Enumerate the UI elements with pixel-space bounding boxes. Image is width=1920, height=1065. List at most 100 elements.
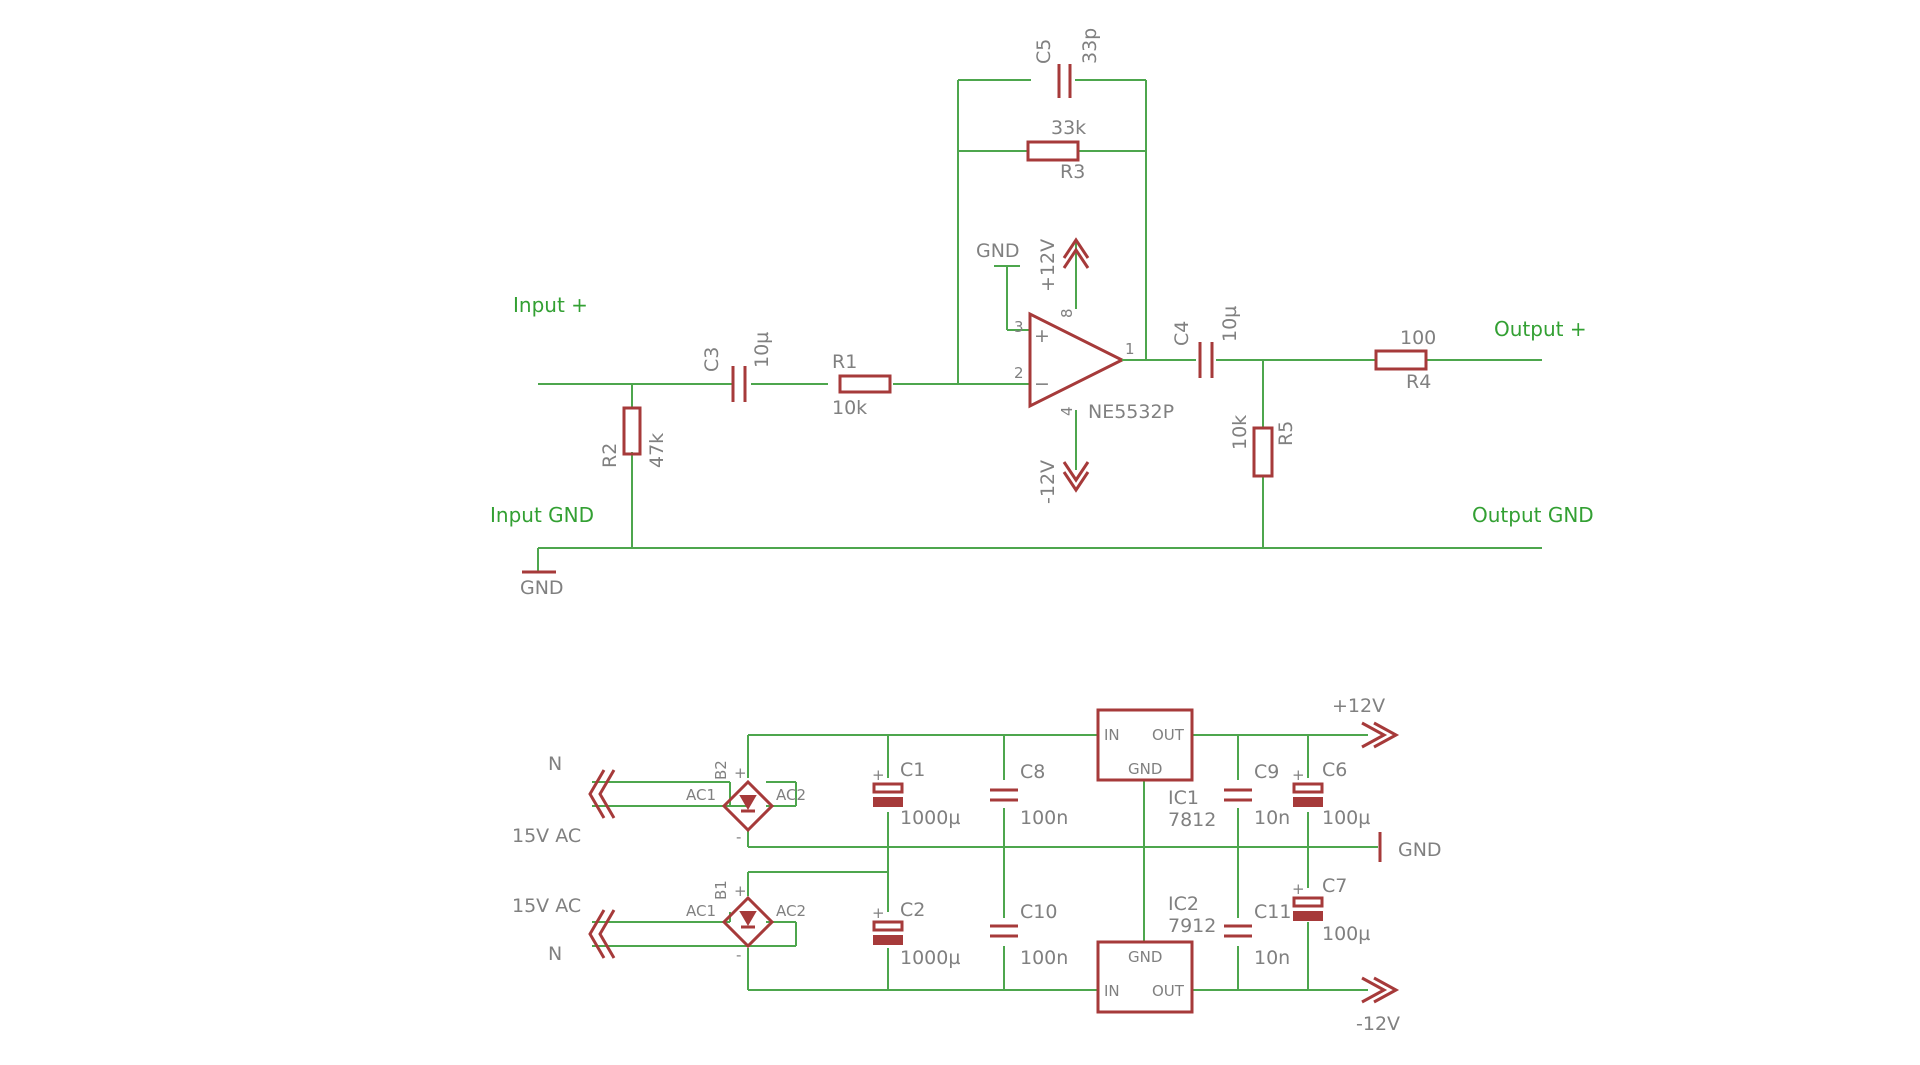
r5-value: 10k xyxy=(1229,415,1251,450)
b2-minus: - xyxy=(736,828,741,846)
r5-name: R5 xyxy=(1275,421,1297,446)
c11-value: 10n xyxy=(1254,947,1290,969)
bridge-rectifier-b2: B2 + - AC1 AC2 xyxy=(686,760,806,846)
c7-value: 100µ xyxy=(1322,923,1370,945)
ic1-gnd: GND xyxy=(1128,760,1162,778)
opamp-pin-8: 8 xyxy=(1058,308,1076,318)
c7-name: C7 xyxy=(1322,875,1347,897)
ic2-out: OUT xyxy=(1152,982,1185,1000)
rail-neg-psu: -12V xyxy=(1356,976,1400,1035)
c9-value: 10n xyxy=(1254,807,1290,829)
c7-polarity: + xyxy=(1292,880,1305,898)
ac-bottom-15v-label: 15V AC xyxy=(512,895,581,917)
ground-symbol-input: GND xyxy=(520,570,564,599)
ic1-name: IC1 xyxy=(1168,787,1199,809)
rail-pos-psu: +12V xyxy=(1332,695,1400,749)
c8-name: C8 xyxy=(1020,761,1045,783)
opamp-plus-sign: + xyxy=(1034,325,1050,347)
b1-ac1: AC1 xyxy=(686,902,716,920)
opamp-pin-3: 3 xyxy=(1014,318,1024,336)
regulator-ic2: GND IN OUT IC2 7912 xyxy=(1096,893,1216,1014)
resistor-r3: 33k R3 xyxy=(1026,117,1086,183)
opamp-pin-2: 2 xyxy=(1014,364,1024,382)
capacitor-c8: C8 100n xyxy=(990,761,1068,829)
resistor-r2: R2 47k xyxy=(599,406,668,468)
rail-pos-psu-label: +12V xyxy=(1332,695,1385,717)
ground-symbol-psu: GND xyxy=(1378,832,1442,862)
capacitor-c7: + C7 100µ xyxy=(1292,875,1370,945)
ic2-in: IN xyxy=(1104,982,1120,1000)
capacitor-c3: C3 10µ xyxy=(701,332,773,402)
ic2-gnd: GND xyxy=(1128,948,1162,966)
output-plus-label: Output + xyxy=(1494,317,1587,341)
b2-ac1: AC1 xyxy=(686,786,716,804)
ic2-value: 7912 xyxy=(1168,915,1216,937)
bridge-rectifier-b1: B1 + - AC1 AC2 xyxy=(686,880,806,964)
c5-value: 33p xyxy=(1079,28,1101,64)
ic1-value: 7812 xyxy=(1168,809,1216,831)
b2-name: B2 xyxy=(712,760,730,780)
capacitor-c6: + C6 100µ xyxy=(1292,759,1370,829)
b1-plus: + xyxy=(734,882,747,900)
c6-value: 100µ xyxy=(1322,807,1370,829)
input-gnd-label: Input GND xyxy=(490,503,594,527)
c3-name: C3 xyxy=(701,347,723,372)
c11-name: C11 xyxy=(1254,901,1291,923)
amplifier-wires xyxy=(537,79,1542,572)
r3-value: 33k xyxy=(1051,117,1086,139)
input-plus-label: Input + xyxy=(513,293,588,317)
ac-input-top: N 15V AC xyxy=(512,753,616,847)
capacitor-c4: C4 10µ xyxy=(1171,306,1241,378)
resistor-r5: 10k R5 xyxy=(1229,415,1297,478)
rail-neg-psu-label: -12V xyxy=(1356,1013,1400,1035)
ground-label-opamp: GND xyxy=(976,240,1020,262)
capacitor-c10: C10 100n xyxy=(990,901,1068,969)
rail-neg-opamp: -12V xyxy=(1037,460,1090,504)
opamp-name: NE5532P xyxy=(1088,401,1174,423)
rail-neg-opamp-label: -12V xyxy=(1037,460,1059,504)
ac-top-n-label: N xyxy=(548,753,562,775)
ac-bottom-n-label: N xyxy=(548,943,562,965)
ac-input-bottom: 15V AC N xyxy=(512,895,616,965)
resistor-r4: 100 R4 xyxy=(1374,327,1436,393)
capacitor-c2: + C2 1000µ xyxy=(872,899,960,969)
ground-label-psu: GND xyxy=(1398,839,1442,861)
c10-value: 100n xyxy=(1020,947,1068,969)
c2-value: 1000µ xyxy=(900,947,960,969)
ac-top-15v-label: 15V AC xyxy=(512,825,581,847)
b2-plus: + xyxy=(734,764,747,782)
opamp-ne5532p: + − 3 2 1 8 4 NE5532P xyxy=(1014,308,1174,423)
b1-ac2: AC2 xyxy=(776,902,806,920)
capacitor-c1: + C1 1000µ xyxy=(872,759,960,829)
b1-name: B1 xyxy=(712,880,730,900)
c4-name: C4 xyxy=(1171,321,1193,346)
b1-minus: - xyxy=(736,946,741,964)
capacitor-c11: C11 10n xyxy=(1224,901,1291,969)
ic2-name: IC2 xyxy=(1168,893,1199,915)
c2-polarity: + xyxy=(872,904,885,922)
opamp-pin-1: 1 xyxy=(1125,340,1135,358)
c9-name: C9 xyxy=(1254,761,1279,783)
r1-value: 10k xyxy=(832,397,867,419)
resistor-r1: R1 10k xyxy=(832,351,892,419)
c3-value: 10µ xyxy=(751,332,773,368)
regulator-ic1: IN OUT GND IC1 7812 xyxy=(1096,708,1216,831)
c4-value: 10µ xyxy=(1219,306,1241,342)
ground-symbol-opamp: GND xyxy=(976,240,1020,267)
r4-value: 100 xyxy=(1400,327,1436,349)
output-gnd-label: Output GND xyxy=(1472,503,1594,527)
r2-name: R2 xyxy=(599,443,621,468)
capacitor-c9: C9 10n xyxy=(1224,761,1290,829)
r1-name: R1 xyxy=(832,351,857,373)
opamp-minus-sign: − xyxy=(1034,373,1050,395)
c5-name: C5 xyxy=(1033,39,1055,64)
ic1-out: OUT xyxy=(1152,726,1185,744)
rail-pos-opamp-label: +12V xyxy=(1037,239,1059,292)
r2-value: 47k xyxy=(646,433,668,468)
c6-name: C6 xyxy=(1322,759,1347,781)
c6-polarity: + xyxy=(1292,766,1305,784)
opamp-pin-4: 4 xyxy=(1058,406,1076,416)
rail-pos-opamp: +12V xyxy=(1037,237,1090,292)
ic1-in: IN xyxy=(1104,726,1120,744)
ground-label-input: GND xyxy=(520,577,564,599)
